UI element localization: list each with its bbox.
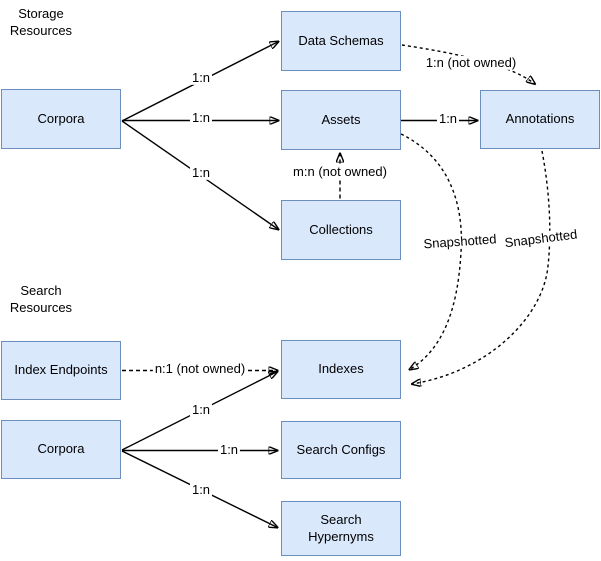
node-label-annotations: Annotations xyxy=(505,111,575,127)
node-label-corpora-search: Corpora xyxy=(37,441,85,457)
node-corpora-search: Corpora xyxy=(1,420,121,479)
edge-label-corpora-to-data-schemas: 1:n xyxy=(189,69,213,86)
node-corpora-storage: Corpora xyxy=(1,89,121,149)
section-title-storage: Storage Resources xyxy=(9,6,73,38)
edge-label-corpora-to-collections: 1:n xyxy=(189,164,213,181)
node-search-hypernyms: Search Hypernyms xyxy=(281,501,401,556)
edge-label-index-endpoints-to-indexes: n:1 (not owned) xyxy=(152,360,248,377)
edge-label-corpora-to-search-hypernyms: 1:n xyxy=(189,481,213,498)
node-label-data-schemas: Data Schemas xyxy=(298,32,384,48)
edge-assets-to-indexes xyxy=(400,133,463,370)
section-title-search: Search Resources xyxy=(9,283,73,315)
edge-label-corpora-to-assets: 1:n xyxy=(189,109,213,126)
edge-label-corpora-to-search-configs: 1:n xyxy=(217,441,241,458)
node-label-indexes: Indexes xyxy=(318,361,364,377)
edge-label-assets-to-annotations: 1:n xyxy=(436,110,460,127)
edge-annotations-to-indexes xyxy=(412,150,551,384)
edge-label-collections-to-assets: m:n (not owned) xyxy=(291,163,389,180)
node-label-collections: Collections xyxy=(309,221,373,237)
node-indexes: Indexes xyxy=(281,340,401,399)
edge-data-schemas-to-annotations xyxy=(401,44,535,84)
node-assets: Assets xyxy=(281,90,401,150)
node-label-assets: Assets xyxy=(321,111,361,127)
edge-label-corpora-to-indexes: 1:n xyxy=(189,401,213,418)
node-label-corpora-storage: Corpora xyxy=(37,110,85,126)
node-index-endpoints: Index Endpoints xyxy=(1,341,121,400)
node-collections: Collections xyxy=(281,200,401,260)
node-label-index-endpoints: Index Endpoints xyxy=(14,362,108,378)
node-annotations: Annotations xyxy=(480,90,600,149)
node-label-search-configs: Search Configs xyxy=(296,441,386,457)
edge-label-data-schemas-to-annotations: 1:n (not owned) xyxy=(423,54,519,71)
node-label-search-hypernyms: Search Hypernyms xyxy=(308,512,374,544)
node-data-schemas: Data Schemas xyxy=(281,11,401,71)
node-search-configs: Search Configs xyxy=(281,421,401,479)
